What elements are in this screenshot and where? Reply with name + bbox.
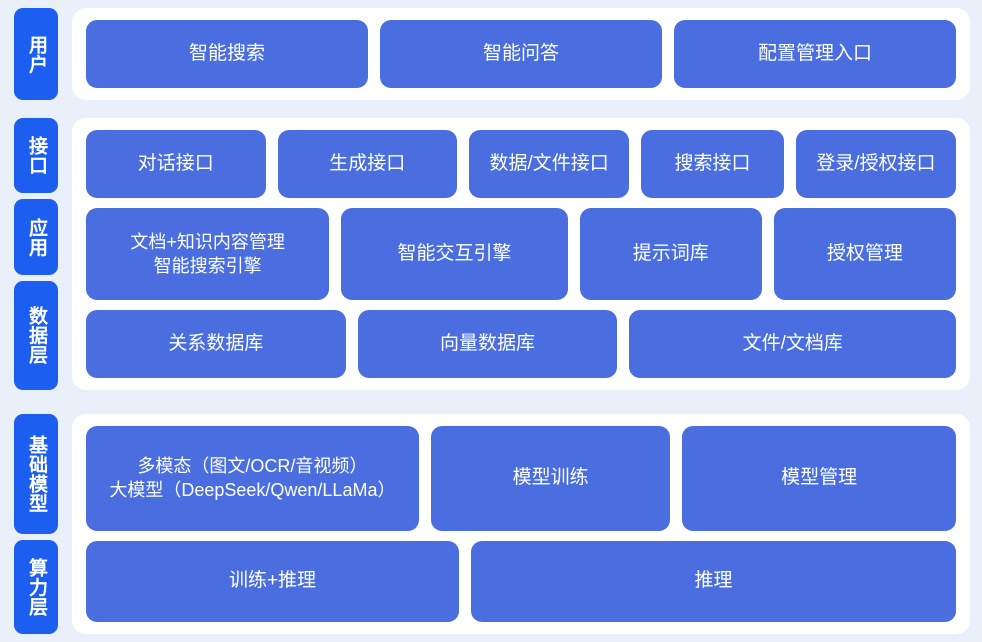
box-model-training[interactable]: 模型训练 [430,426,671,531]
box-prompt-library[interactable]: 提示词库 [579,208,762,300]
row-interface: 对话接口 生成接口 数据/文件接口 搜索接口 登录/授权接口 [86,130,956,199]
box-inference[interactable]: 推理 [471,540,956,622]
row-foundation-model: 多模态（图文/OCR/音视频） 大模型（DeepSeek/Qwen/LLaMa）… [86,426,956,531]
section-infrastructure: 基础模型 算力层 多模态（图文/OCR/音视频） 大模型（DeepSeek/Qw… [0,414,982,634]
layer-label-data[interactable]: 数据层 [14,280,58,390]
box-search-api[interactable]: 搜索接口 [641,130,784,199]
box-relational-database[interactable]: 关系数据库 [86,309,346,378]
row-compute: 训练+推理 推理 [86,540,956,622]
box-smart-qa[interactable]: 智能问答 [380,20,662,88]
layer-label-compute[interactable]: 算力层 [14,540,58,634]
box-authorization-management[interactable]: 授权管理 [773,208,956,300]
row-user: 智能搜索 智能问答 配置管理入口 [86,20,956,88]
layer-label-application[interactable]: 应用 [14,199,58,275]
box-config-management-entry[interactable]: 配置管理入口 [674,20,956,88]
label-column-infrastructure: 基础模型 算力层 [0,414,72,634]
box-file-document-store[interactable]: 文件/文档库 [629,309,956,378]
card-infrastructure: 多模态（图文/OCR/音视频） 大模型（DeepSeek/Qwen/LLaMa）… [72,414,970,634]
layer-label-user[interactable]: 用户 [14,8,58,100]
box-dialog-api[interactable]: 对话接口 [86,130,266,199]
box-data-file-api[interactable]: 数据/文件接口 [469,130,630,199]
box-smart-interaction-engine[interactable]: 智能交互引擎 [341,208,568,300]
box-smart-search[interactable]: 智能搜索 [86,20,368,88]
box-training-and-inference[interactable]: 训练+推理 [86,540,460,622]
box-multimodal-large-model[interactable]: 多模态（图文/OCR/音视频） 大模型（DeepSeek/Qwen/LLaMa） [86,426,419,531]
layer-label-foundation-model[interactable]: 基础模型 [14,414,58,535]
card-platform: 对话接口 生成接口 数据/文件接口 搜索接口 登录/授权接口 文档+知识内容管理… [72,118,970,390]
box-document-knowledge-management[interactable]: 文档+知识内容管理 智能搜索引擎 [86,208,330,300]
section-platform: 接口 应用 数据层 对话接口 生成接口 数据/文件接口 搜索接口 登录/授权接口… [0,118,982,390]
box-login-auth-api[interactable]: 登录/授权接口 [795,130,956,199]
box-model-management[interactable]: 模型管理 [682,426,956,531]
row-data: 关系数据库 向量数据库 文件/文档库 [86,309,956,378]
row-application: 文档+知识内容管理 智能搜索引擎 智能交互引擎 提示词库 授权管理 [86,208,956,300]
box-vector-database[interactable]: 向量数据库 [357,309,618,378]
card-user: 智能搜索 智能问答 配置管理入口 [72,8,970,100]
label-column-user: 用户 [0,8,72,100]
box-generation-api[interactable]: 生成接口 [277,130,458,199]
layer-label-interface[interactable]: 接口 [14,118,58,194]
section-user: 用户 智能搜索 智能问答 配置管理入口 [0,8,982,100]
label-column-platform: 接口 应用 数据层 [0,118,72,390]
